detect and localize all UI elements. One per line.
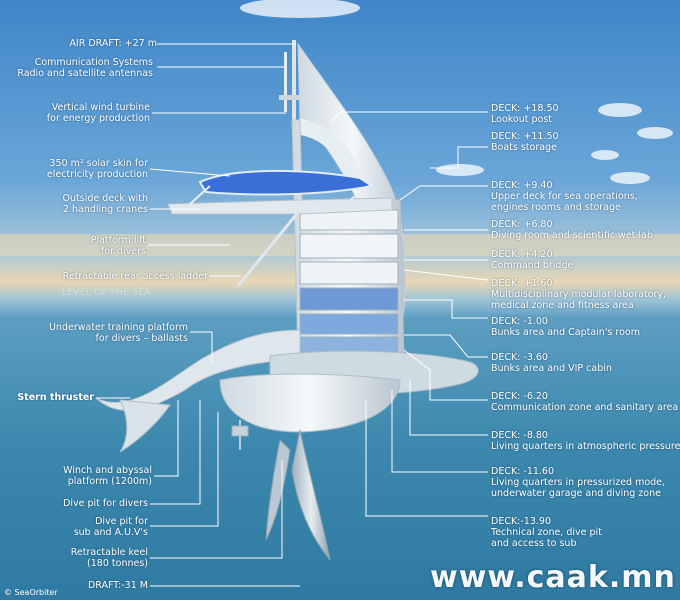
label-communication-systems: Communication Systems Radio and satellit…	[17, 57, 153, 79]
outside-deck	[167, 197, 393, 215]
label-outside-deck: Outside deck with 2 handling cranes	[62, 193, 148, 215]
rear-ladder	[236, 209, 302, 287]
sea-level-label: LEVEL OF THE SEA	[62, 288, 151, 298]
watermark: www.caak.mn	[430, 560, 676, 595]
leader-lines	[96, 43, 489, 587]
label-winch: Winch and abyssal platform (1200m)	[63, 465, 152, 487]
label-underwater-platform: Underwater training platform for divers …	[48, 322, 188, 344]
winch-platform	[231, 420, 249, 450]
label-platform-lift: Platform lift for divers	[90, 235, 146, 257]
label-dive-pit-sub: Dive pit for sub and A.U.V's	[73, 516, 148, 538]
label-dive-pit-divers: Dive pit for divers	[63, 498, 148, 509]
cranes	[189, 183, 373, 205]
label-stern-thruster: Stern thruster	[17, 392, 94, 403]
label-draft: DRAFT:-31 M	[87, 580, 148, 591]
keel-fin	[265, 438, 291, 541]
solar-roof	[198, 169, 375, 196]
label-solar-skin: 350 m² solar skin for electricity produc…	[46, 158, 148, 180]
label-air-draft: AIR DRAFT: +27 m	[69, 38, 157, 49]
label-retractable-keel: Retractable keel (180 tonnes)	[70, 547, 148, 569]
clouds	[240, 0, 673, 184]
label-wind-turbine: Vertical wind turbine for energy product…	[46, 102, 150, 124]
retractable-keel	[291, 429, 331, 561]
tower-arch	[300, 118, 360, 180]
stern-fin	[119, 399, 171, 453]
hull-body	[219, 373, 401, 433]
label-rear-ladder: Retractable rear access ladder	[62, 271, 208, 282]
copyright-credit: © SeaOrbiter	[4, 588, 58, 597]
